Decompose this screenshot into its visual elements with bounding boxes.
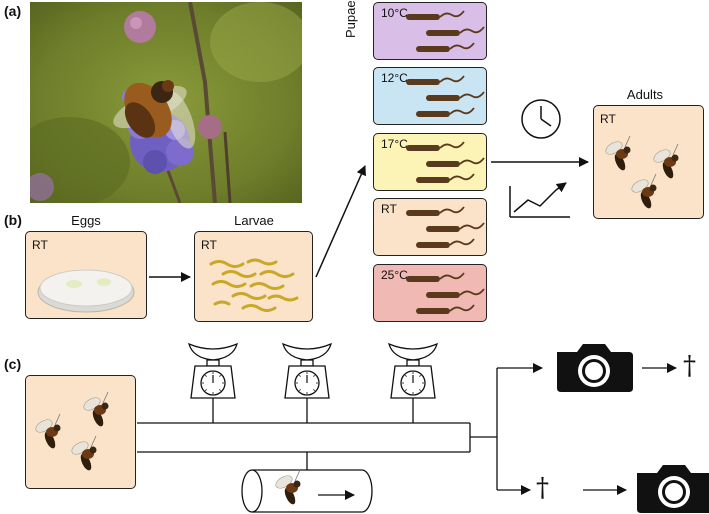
growth-chart-icon xyxy=(509,182,570,218)
larva-icon xyxy=(209,258,299,312)
death-icon-1: † xyxy=(683,351,696,381)
panel-label-a: (a) xyxy=(4,3,22,19)
temp-box-25: 25°C xyxy=(373,264,487,322)
arrow-larvae-pupae xyxy=(315,165,366,278)
fly-icon xyxy=(275,469,301,505)
temp-label-10: 10°C xyxy=(381,6,408,20)
fly-icon xyxy=(631,173,657,209)
temp-label-25: 25°C xyxy=(381,268,408,282)
larvae-title: Larvae xyxy=(234,213,274,228)
temp-box-12: 12°C xyxy=(373,67,487,125)
camera-icon xyxy=(557,344,633,392)
temp-label-17: 17°C xyxy=(381,137,408,151)
experiment-flies-box xyxy=(25,375,136,489)
adults-box: RT xyxy=(593,105,704,219)
scale-icon xyxy=(388,342,438,399)
pupa-icon xyxy=(406,10,485,52)
fly-icon xyxy=(35,413,61,449)
temp-box-17: 17°C xyxy=(373,133,487,191)
tube-icon xyxy=(241,469,373,513)
fly-icon xyxy=(605,135,631,171)
hoverfly-photo xyxy=(30,2,302,203)
temp-label-rt: RT xyxy=(381,202,397,216)
pupa-icon xyxy=(406,141,485,183)
fly-icon xyxy=(653,143,679,179)
camera-icon xyxy=(637,465,709,513)
adults-title: Adults xyxy=(626,87,664,102)
panel-label-b: (b) xyxy=(4,212,22,228)
petri-dish-icon xyxy=(37,269,135,313)
pupa-icon xyxy=(406,206,485,248)
death-icon-2: † xyxy=(536,473,549,503)
eggs-rt-label: RT xyxy=(32,238,48,252)
panel-label-c: (c) xyxy=(4,356,22,372)
temp-label-12: 12°C xyxy=(381,71,408,85)
hoverfly-icon xyxy=(113,80,196,149)
pupa-icon xyxy=(406,75,485,117)
measurement-track xyxy=(137,368,498,490)
clock-icon xyxy=(521,99,561,139)
fly-icon xyxy=(71,435,97,471)
larvae-rt-label: RT xyxy=(201,238,217,252)
fly-icon xyxy=(35,391,109,471)
larvae-box: RT xyxy=(194,231,313,322)
scale-icon xyxy=(282,342,332,399)
eggs-title: Eggs xyxy=(71,213,101,228)
temp-box-10: 10°C xyxy=(373,2,487,60)
temp-box-rt: RT xyxy=(373,198,487,256)
eggs-box: RT xyxy=(25,231,147,319)
fly-icon xyxy=(605,135,679,209)
scale-icon xyxy=(188,342,238,399)
fly-icon xyxy=(83,391,109,427)
adults-rt-label: RT xyxy=(600,112,616,126)
pupa-icon xyxy=(406,272,485,314)
